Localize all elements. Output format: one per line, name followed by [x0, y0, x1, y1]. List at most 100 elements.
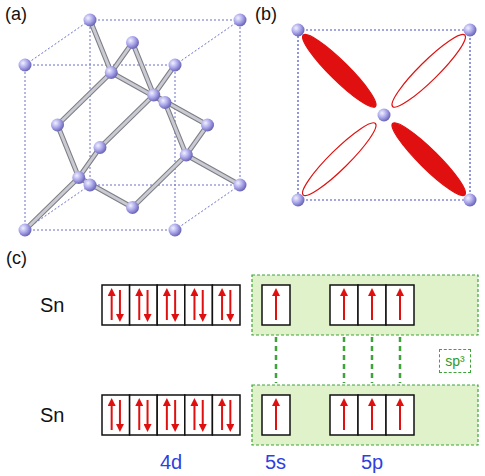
spin-down-arrow [147, 400, 149, 428]
bond [90, 20, 111, 73]
atom [51, 119, 64, 132]
panel-label: (b) [255, 5, 277, 23]
panel-label: (c) [6, 249, 27, 267]
orbital-box [102, 285, 130, 325]
bond [79, 178, 133, 208]
spin-up-arrow [193, 402, 195, 430]
spin-up-arrow [399, 402, 401, 430]
orbital-label: 4d [160, 452, 182, 472]
orbital-box [130, 285, 158, 325]
bond [79, 178, 133, 208]
bond [133, 155, 187, 208]
atom [19, 224, 32, 237]
spin-up-arrow [343, 292, 345, 320]
spin-up-arrow [371, 292, 373, 320]
cube-edge [25, 20, 90, 65]
cube-edge [175, 20, 240, 65]
bond [100, 95, 154, 148]
spin-down-arrow [202, 290, 204, 318]
orbital-box [130, 395, 158, 435]
cube-edge [25, 65, 175, 66]
spin-up-arrow [275, 402, 277, 430]
bond [186, 155, 240, 185]
atom [180, 149, 193, 162]
spin-up-arrow [343, 402, 345, 430]
bond [154, 95, 208, 125]
orbital-box [212, 395, 240, 435]
orbital-label: 5p [361, 452, 383, 472]
bond [154, 95, 208, 125]
bond [58, 125, 79, 178]
spin-up-arrow [111, 402, 113, 430]
orbital-box [185, 285, 213, 325]
orbital-box [157, 285, 185, 325]
spin-up-arrow [138, 292, 140, 320]
cube-edge [240, 20, 241, 185]
spin-up-arrow [166, 402, 168, 430]
orbital-box [212, 285, 240, 325]
spin-down-arrow [229, 400, 231, 428]
sp3-lobe [296, 28, 382, 113]
spin-up-arrow [138, 402, 140, 430]
sp3-lobe [386, 28, 472, 113]
cube-edge [25, 230, 175, 231]
sp3-lobe [296, 117, 382, 202]
sp3-lobe [386, 117, 472, 202]
spin-down-arrow [229, 290, 231, 318]
atom [159, 96, 172, 109]
atom [464, 194, 477, 207]
element-label: Sn [40, 295, 64, 315]
atom [464, 24, 477, 37]
atom [105, 66, 118, 79]
bond [90, 20, 111, 73]
spin-up-arrow [371, 402, 373, 430]
bond [25, 178, 79, 231]
bond [25, 178, 79, 231]
bond [133, 155, 187, 208]
orbital-box [358, 395, 386, 435]
hybrid-label-box: sp³ [439, 349, 471, 373]
atom [234, 14, 247, 27]
orbital-box [102, 395, 130, 435]
orbital-box [157, 395, 185, 435]
hybrid-link [371, 337, 374, 383]
cube-edge [25, 65, 26, 230]
atom [84, 14, 97, 27]
atom [292, 194, 305, 207]
atom [378, 109, 391, 122]
spin-up-arrow [111, 292, 113, 320]
orbital-box [386, 285, 414, 325]
spin-down-arrow [119, 400, 121, 428]
bond [186, 155, 240, 185]
cube-edge [90, 185, 240, 186]
atom [126, 36, 139, 49]
panel-label: (a) [5, 5, 27, 23]
bond [58, 73, 112, 126]
atom [234, 179, 247, 192]
atom [84, 179, 97, 192]
spin-up-arrow [275, 292, 277, 320]
spin-down-arrow [174, 400, 176, 428]
orbital-box [330, 285, 358, 325]
spin-up-arrow [221, 402, 223, 430]
hybrid-link [275, 337, 278, 383]
atom [19, 59, 32, 72]
hybrid-link [399, 337, 402, 383]
orbital-box [262, 395, 290, 435]
diamond-lattice [19, 14, 247, 237]
hybrid-group [252, 385, 478, 445]
spin-down-arrow [119, 290, 121, 318]
atom [147, 89, 160, 102]
atom [201, 119, 214, 132]
spin-down-arrow [202, 400, 204, 428]
atom [94, 141, 107, 154]
atom [169, 59, 182, 72]
bond [58, 125, 79, 178]
hybrid-label: sp³ [445, 353, 464, 369]
bond [100, 95, 154, 148]
spin-down-arrow [174, 290, 176, 318]
hybrid-group [252, 275, 478, 335]
orbital-box [262, 285, 290, 325]
